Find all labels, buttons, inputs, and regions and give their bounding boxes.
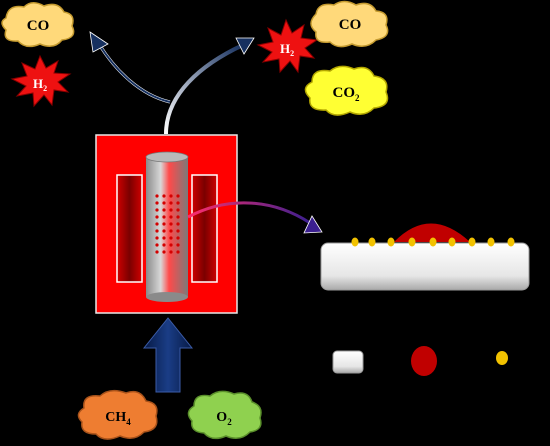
catalyst-bed (155, 194, 180, 254)
catalyst-schematic (320, 223, 530, 291)
catalyst-bed-dot (169, 243, 173, 247)
promoter-particle (429, 237, 437, 247)
catalyst-bed-dot (169, 194, 173, 198)
catalyst-support (320, 242, 530, 291)
svg-text:H2: H2 (280, 41, 294, 58)
catalyst-bed-dot (176, 215, 180, 219)
legend (332, 346, 508, 376)
heater-right (191, 174, 218, 283)
catalyst-bed-dot (176, 194, 180, 198)
heater-left (116, 174, 143, 283)
catalyst-bed-dot (162, 222, 166, 226)
metal-particle (394, 223, 470, 242)
catalyst-bed-dot (169, 236, 173, 240)
svg-text:CO: CO (27, 18, 50, 34)
promoter-particle (448, 237, 456, 247)
catalyst-bed-dot (155, 201, 159, 205)
catalyst-bed-dot (169, 222, 173, 226)
catalyst-bed-dot (155, 208, 159, 212)
catalyst-bed-dot (169, 208, 173, 212)
reactor-tube (145, 151, 189, 302)
catalyst-bed-dot (176, 222, 180, 226)
catalyst-bed-dot (169, 215, 173, 219)
ch4-cloud: CH4 (77, 389, 158, 440)
catalyst-bed-dot (162, 229, 166, 233)
reactor-furnace (95, 134, 238, 314)
catalyst-bed-dot (176, 236, 180, 240)
promoter-particle (408, 237, 416, 247)
catalyst-bed-dot (176, 243, 180, 247)
o2-cloud: O2 (187, 390, 262, 440)
support-icon (332, 350, 364, 374)
promoter-particle (368, 237, 376, 247)
svg-text:CO2: CO2 (333, 85, 361, 103)
catalyst-bed-dot (155, 236, 159, 240)
feed-inlet-arrow (142, 317, 194, 393)
product-outlet-arrows (89, 31, 255, 135)
promoter-particle (351, 237, 359, 247)
promoter-particles (351, 237, 515, 247)
h2-burst-left: H2 (10, 54, 72, 108)
promoter-particle-icon (496, 351, 508, 365)
metal-particle-icon (411, 346, 437, 376)
catalyst-bed-dot (176, 201, 180, 205)
catalyst-bed-dot (162, 215, 166, 219)
catalyst-bed-dot (162, 243, 166, 247)
catalyst-bed-dot (155, 215, 159, 219)
promoter-particle (468, 237, 476, 247)
svg-text:O2: O2 (216, 410, 232, 427)
promoter-particle (487, 237, 495, 247)
catalyst-bed-dot (169, 229, 173, 233)
co-cloud-left: CO (1, 2, 75, 48)
catalyst-bed-dot (162, 194, 166, 198)
catalyst-bed-dot (155, 194, 159, 198)
catalyst-transfer-arrow (187, 201, 323, 234)
co2-cloud: CO2 (304, 65, 389, 116)
catalyst-bed-dot (162, 236, 166, 240)
catalyst-bed-dot (155, 229, 159, 233)
catalyst-bed-dot (169, 250, 173, 254)
co-cloud-right: CO (310, 0, 389, 48)
catalyst-bed-dot (162, 208, 166, 212)
catalyst-bed-dot (162, 201, 166, 205)
catalyst-bed-dot (169, 201, 173, 205)
catalyst-bed-dot (176, 229, 180, 233)
svg-text:CO: CO (339, 17, 362, 33)
catalyst-bed-dot (155, 222, 159, 226)
h2-burst-right: H2 (256, 18, 319, 74)
catalyst-bed-dot (176, 208, 180, 212)
svg-text:H2: H2 (33, 76, 47, 93)
promoter-particle (507, 237, 515, 247)
svg-text:CH4: CH4 (105, 410, 131, 427)
promoter-particle (387, 237, 395, 247)
catalyst-bed-dot (155, 243, 159, 247)
catalyst-bed-dot (155, 250, 159, 254)
catalyst-bed-dot (162, 250, 166, 254)
catalyst-bed-dot (176, 250, 180, 254)
